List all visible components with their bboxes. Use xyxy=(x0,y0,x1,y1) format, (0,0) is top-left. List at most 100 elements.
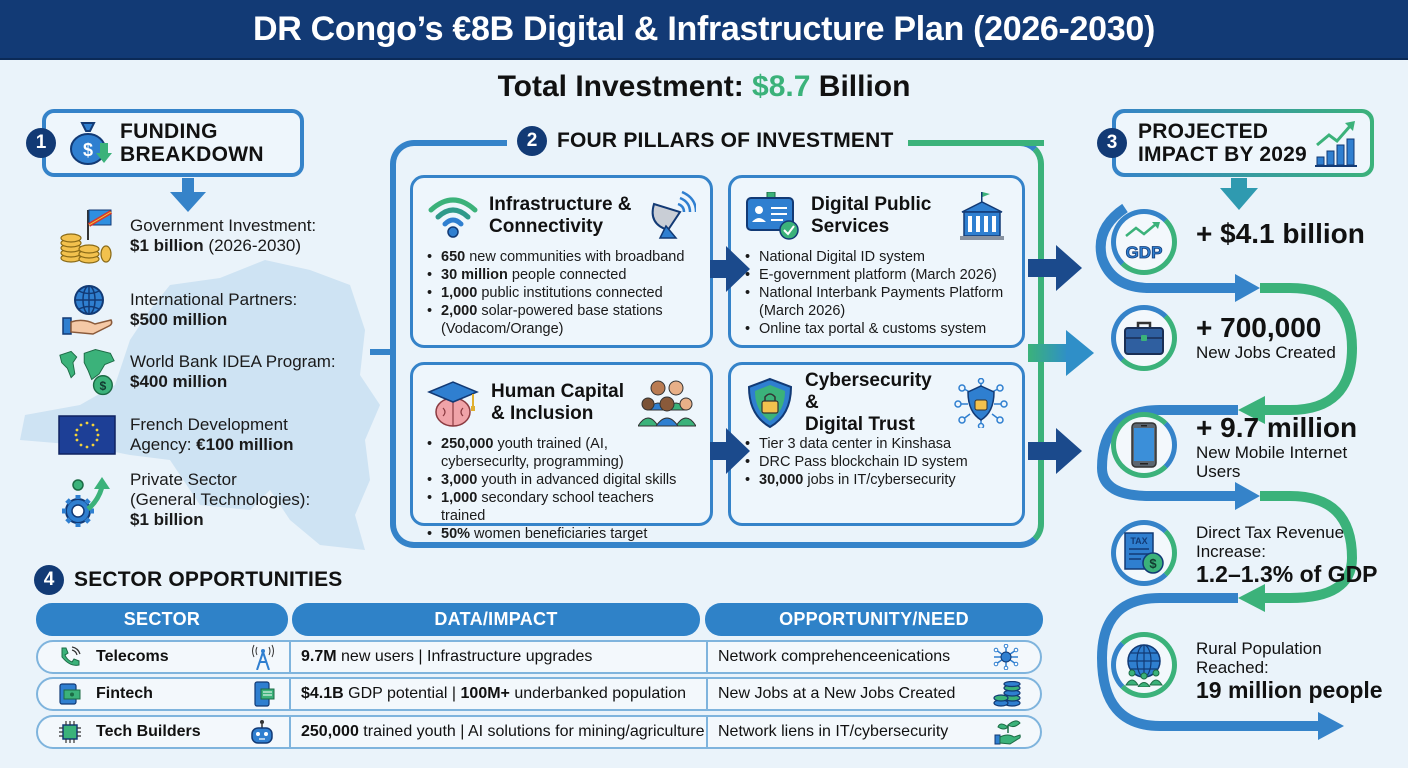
coin-stack-icon xyxy=(993,681,1021,707)
svg-text:GDP: GDP xyxy=(1126,243,1163,262)
funding-item-world-bank: $ World Bank IDEA Program: $400 million xyxy=(58,346,378,398)
pillar-bullet: Online tax portal & customs system xyxy=(745,320,1008,338)
pillar-title-line2: & Inclusion xyxy=(491,403,594,424)
pillar-infrastructure: Infrastructure & Connectivity 650 new co… xyxy=(410,175,713,348)
header-banner: DR Congo’s €8B Digital & Infrastructure … xyxy=(0,0,1408,60)
plant-hand-icon xyxy=(994,720,1021,745)
section-number-4: 4 xyxy=(34,565,64,595)
robot-icon xyxy=(251,720,273,744)
network-node-icon xyxy=(993,644,1019,670)
tax-document-icon: TAX $ xyxy=(1111,520,1177,586)
section-number-2: 2 xyxy=(517,126,547,156)
pillar-bullet: 650 new communities with broadband xyxy=(427,248,696,266)
pillar-title-line2: Services xyxy=(811,216,890,237)
pillar-title-line1: Infrastructure & xyxy=(489,194,632,215)
sectors-title: SECTOR OPPORTUNITIES xyxy=(74,568,343,591)
funding-title-line2: BREAKDOWN xyxy=(120,143,264,166)
pillar-title-line2: Connectivity xyxy=(489,216,604,237)
impact-value: + 9.7 million xyxy=(1196,412,1358,443)
column-header-data-impact: DATA/IMPACT xyxy=(292,603,700,636)
impact-label-line1: Direct Tax Revenue xyxy=(1196,523,1345,542)
impact-label: New Jobs Created xyxy=(1196,343,1336,362)
arrow-right-icon xyxy=(1028,330,1094,376)
network-shield-icon xyxy=(954,378,1008,428)
funding-label-line1: Private Sector xyxy=(130,470,237,489)
pillars-frame-accent xyxy=(900,140,1044,146)
pillar-bullet: 250,000 youth trained (AI, cybersecurlty… xyxy=(427,435,696,471)
data-impact-cell: 250,000 trained youth | AI solutions for… xyxy=(301,717,708,747)
drc-map-silhouette xyxy=(20,260,380,550)
pillar-title-line1: Cybersecurity & xyxy=(805,370,932,413)
pillar-bullets: 650 new communities with broadband 30 mi… xyxy=(427,248,696,338)
pillar-bullet: 2,000 solar-powered base stations (Vodac… xyxy=(427,302,696,338)
arrow-right-icon xyxy=(1028,428,1082,474)
section-number-3: 3 xyxy=(1097,128,1127,158)
wifi-icon xyxy=(428,197,478,238)
funding-label-line1: French Development xyxy=(130,415,288,434)
sector-name: Telecoms xyxy=(96,648,169,665)
cell-tower-icon xyxy=(252,644,274,670)
mobile-money-icon xyxy=(59,683,81,705)
government-building-icon xyxy=(960,192,1004,240)
sector-name: Fintech xyxy=(96,685,153,702)
svg-text:$: $ xyxy=(1149,556,1157,571)
funding-amount: $400 million xyxy=(130,372,228,391)
opportunity-cell: New Jobs at a New Jobs Created xyxy=(718,679,1038,709)
eu-flag-icon xyxy=(58,409,116,461)
gear-growth-icon xyxy=(58,474,116,527)
pillar-cybersecurity: Cybersecurity & Digital Trust Tier 3 dat… xyxy=(728,362,1025,526)
pillar-title-line1: Human Capital xyxy=(491,381,625,402)
pillar-bullet: 3,000 youth in advanced digital skills xyxy=(427,471,696,489)
shield-lock-icon xyxy=(747,377,793,429)
pillar-human-capital: Human Capital & Inclusion 250,000 youth … xyxy=(410,362,713,543)
funding-item-international: International Partners: $500 million xyxy=(58,284,378,336)
funding-label-line2: Agency: xyxy=(130,435,197,454)
pillar-title-line2: Digital Trust xyxy=(805,414,915,435)
funding-amount: $1 billion xyxy=(130,510,204,529)
impact-rural-population: Rural Population Reached: 19 million peo… xyxy=(1196,639,1383,703)
graduation-brain-icon xyxy=(427,381,479,427)
satellite-dish-icon xyxy=(651,190,696,239)
opportunity-cell: Network comprehenceenications xyxy=(718,642,1038,672)
impact-value: + $4.1 billion xyxy=(1196,218,1365,249)
impact-gdp: + $4.1 billion xyxy=(1196,219,1365,249)
funding-amount: €100 million xyxy=(196,435,294,454)
funding-extra: (2026-2030) xyxy=(203,236,302,255)
coins-flag-icon xyxy=(58,209,116,264)
gdp-icon: GDP xyxy=(1111,209,1177,275)
pillar-bullet: National Digital ID system xyxy=(745,248,1008,266)
microchip-icon xyxy=(59,721,81,743)
data-impact-cell: $4.1B GDP potential | 100M+ underbanked … xyxy=(301,679,708,709)
impact-label-line1: New Mobile Internet xyxy=(1196,443,1348,462)
funding-item-government: Government Investment: $1 billion (2026-… xyxy=(58,209,378,264)
mobile-message-icon xyxy=(254,681,275,707)
funding-label: World Bank IDEA Program: xyxy=(130,352,336,371)
pillar-bullet: DRC Pass blockchain ID system xyxy=(745,453,1008,471)
table-row-fintech: Fintech $4.1B GDP potential | 100M+ unde… xyxy=(36,677,1042,711)
funding-label-line2: (General Technologies): xyxy=(130,490,311,509)
pillar-title-line1: Digital Public xyxy=(811,194,932,215)
funding-label: Government Investment: xyxy=(130,216,317,235)
total-prefix: Total Investment: xyxy=(497,70,753,103)
impact-jobs: + 700,000 New Jobs Created xyxy=(1196,312,1336,363)
pillar-bullets: National Digital ID system E-government … xyxy=(745,248,1008,338)
id-card-check-icon xyxy=(746,192,799,240)
world-map-dollar-icon: $ xyxy=(58,346,116,398)
pillar-bullet: E-government platform (March 2026) xyxy=(745,266,1008,284)
globe-hand-icon xyxy=(58,284,116,336)
impact-label-line2: Users xyxy=(1196,462,1241,481)
pillar-bullet: 1,000 secondary school teachers trained xyxy=(427,489,696,525)
impact-title-line1: PROJECTED xyxy=(1138,120,1269,143)
column-header-sector: SECTOR xyxy=(36,603,288,636)
funding-title-line1: FUNDING xyxy=(120,120,218,143)
arrow-right-icon xyxy=(1028,245,1082,291)
arrow-right-icon xyxy=(710,246,750,292)
pillar-bullet: 30 million people connected xyxy=(427,266,696,284)
opportunity-cell: Network liens in IT/cybersecurity xyxy=(718,717,1038,747)
sectors-header: 4 SECTOR OPPORTUNITIES xyxy=(34,565,342,595)
impact-label-line1: Rural Population xyxy=(1196,639,1322,658)
connector-line xyxy=(370,349,392,355)
total-amount: $8.7 xyxy=(752,70,811,103)
smartphone-icon xyxy=(1111,412,1177,478)
impact-value: + 700,000 xyxy=(1196,312,1322,343)
